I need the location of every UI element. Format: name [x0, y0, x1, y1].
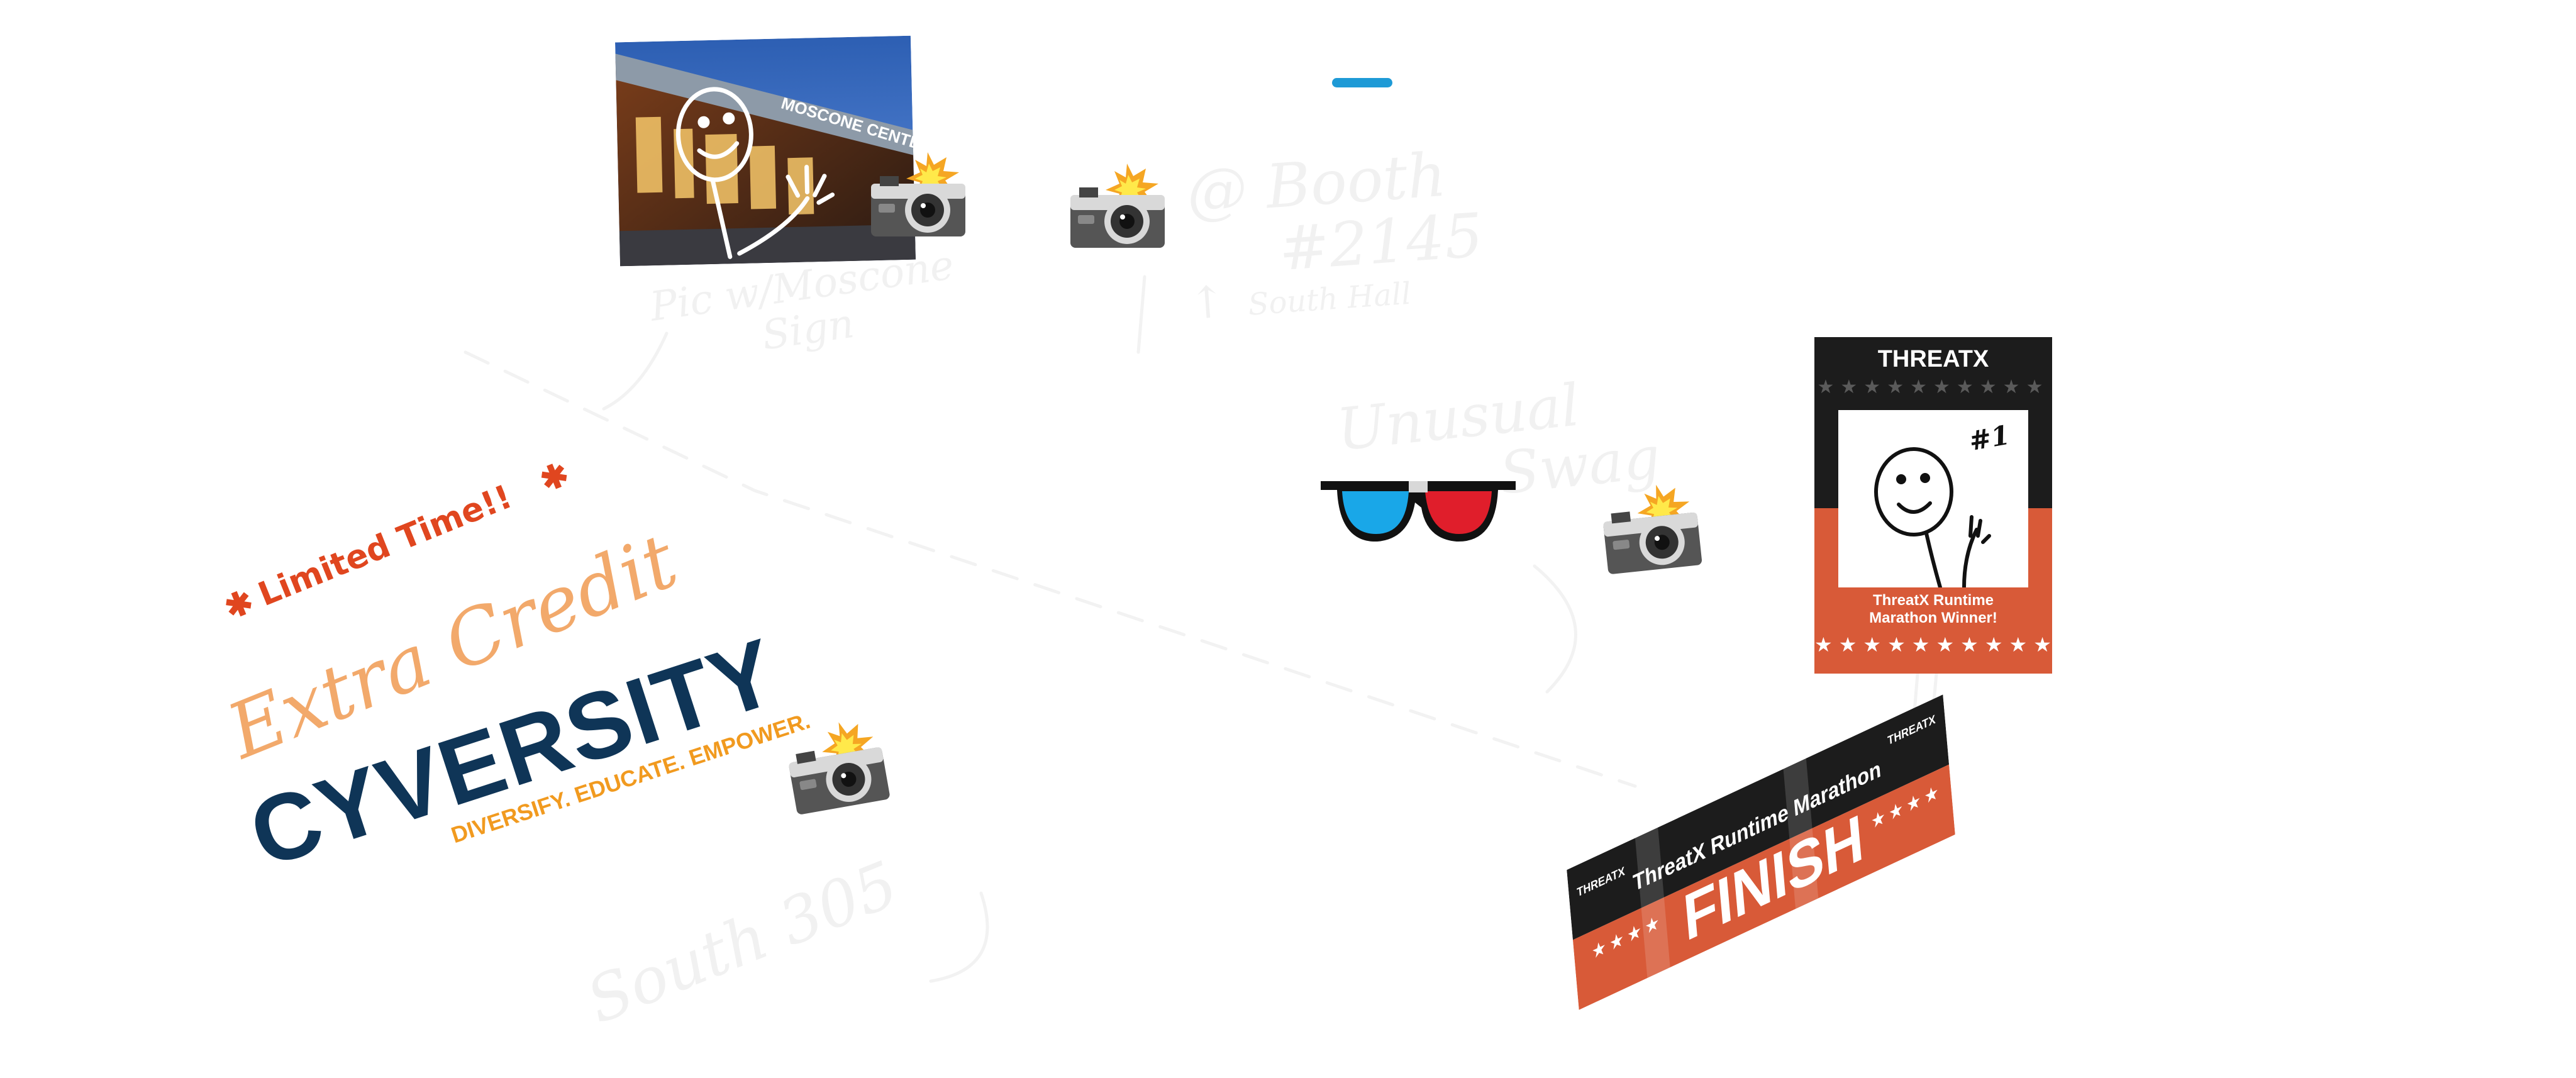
poster-caption-line1: ThreatX Runtime: [1872, 592, 1994, 609]
threatx-winner-poster: THREATX ★★★★★★★★★★ #1 ThreatX Runtime Ma…: [1814, 337, 2052, 674]
camera-flash-icon: [1603, 484, 1702, 574]
blue-indicator: [1332, 78, 1392, 87]
moscone-photo: MOSCONE CENTER: [615, 35, 916, 267]
poster-brand: THREATX: [1877, 346, 1989, 372]
stick-figure-icon: [675, 87, 835, 259]
camera-flash-icon: [871, 152, 965, 236]
3d-glasses-icon: [1321, 481, 1516, 542]
camera-flash-icon: [1070, 164, 1165, 248]
poster-stars-top: ★★★★★★★★★★: [1817, 377, 2050, 397]
poster-caption-line2: Marathon Winner!: [1869, 609, 1997, 626]
poster-stars-bottom: ★★★★★★★★★★: [1814, 633, 2052, 656]
camera-flash-icon: [789, 722, 890, 814]
poster-caption: ThreatX Runtime Marathon Winner!: [1814, 592, 2052, 627]
poster-photo-frame: #1: [1838, 410, 2028, 589]
stick-figure-icon: [1874, 447, 1991, 589]
